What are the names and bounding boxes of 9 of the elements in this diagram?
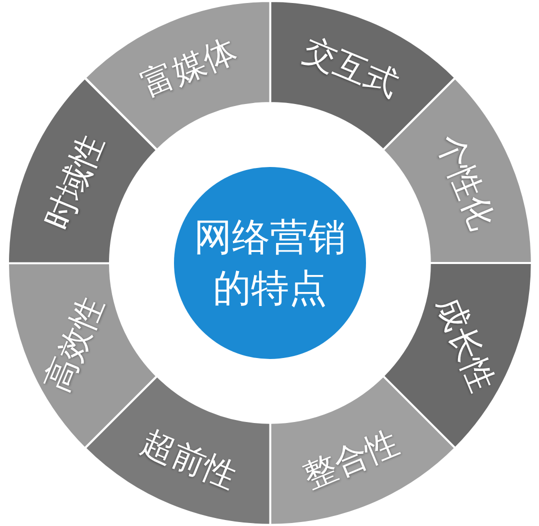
segment-label: 成长性 bbox=[432, 292, 500, 396]
segment-label: 交互式 bbox=[299, 32, 404, 102]
segment-label: 高效性 bbox=[40, 292, 108, 396]
segment-label: 个性化 bbox=[432, 130, 500, 234]
segment-label: 富媒体 bbox=[136, 32, 241, 102]
center-title: 网络营销的特点 bbox=[194, 214, 346, 312]
segment-label: 超前性 bbox=[136, 424, 241, 494]
segment-label: 整合性 bbox=[299, 424, 404, 494]
segment-label: 时域性 bbox=[40, 130, 108, 234]
